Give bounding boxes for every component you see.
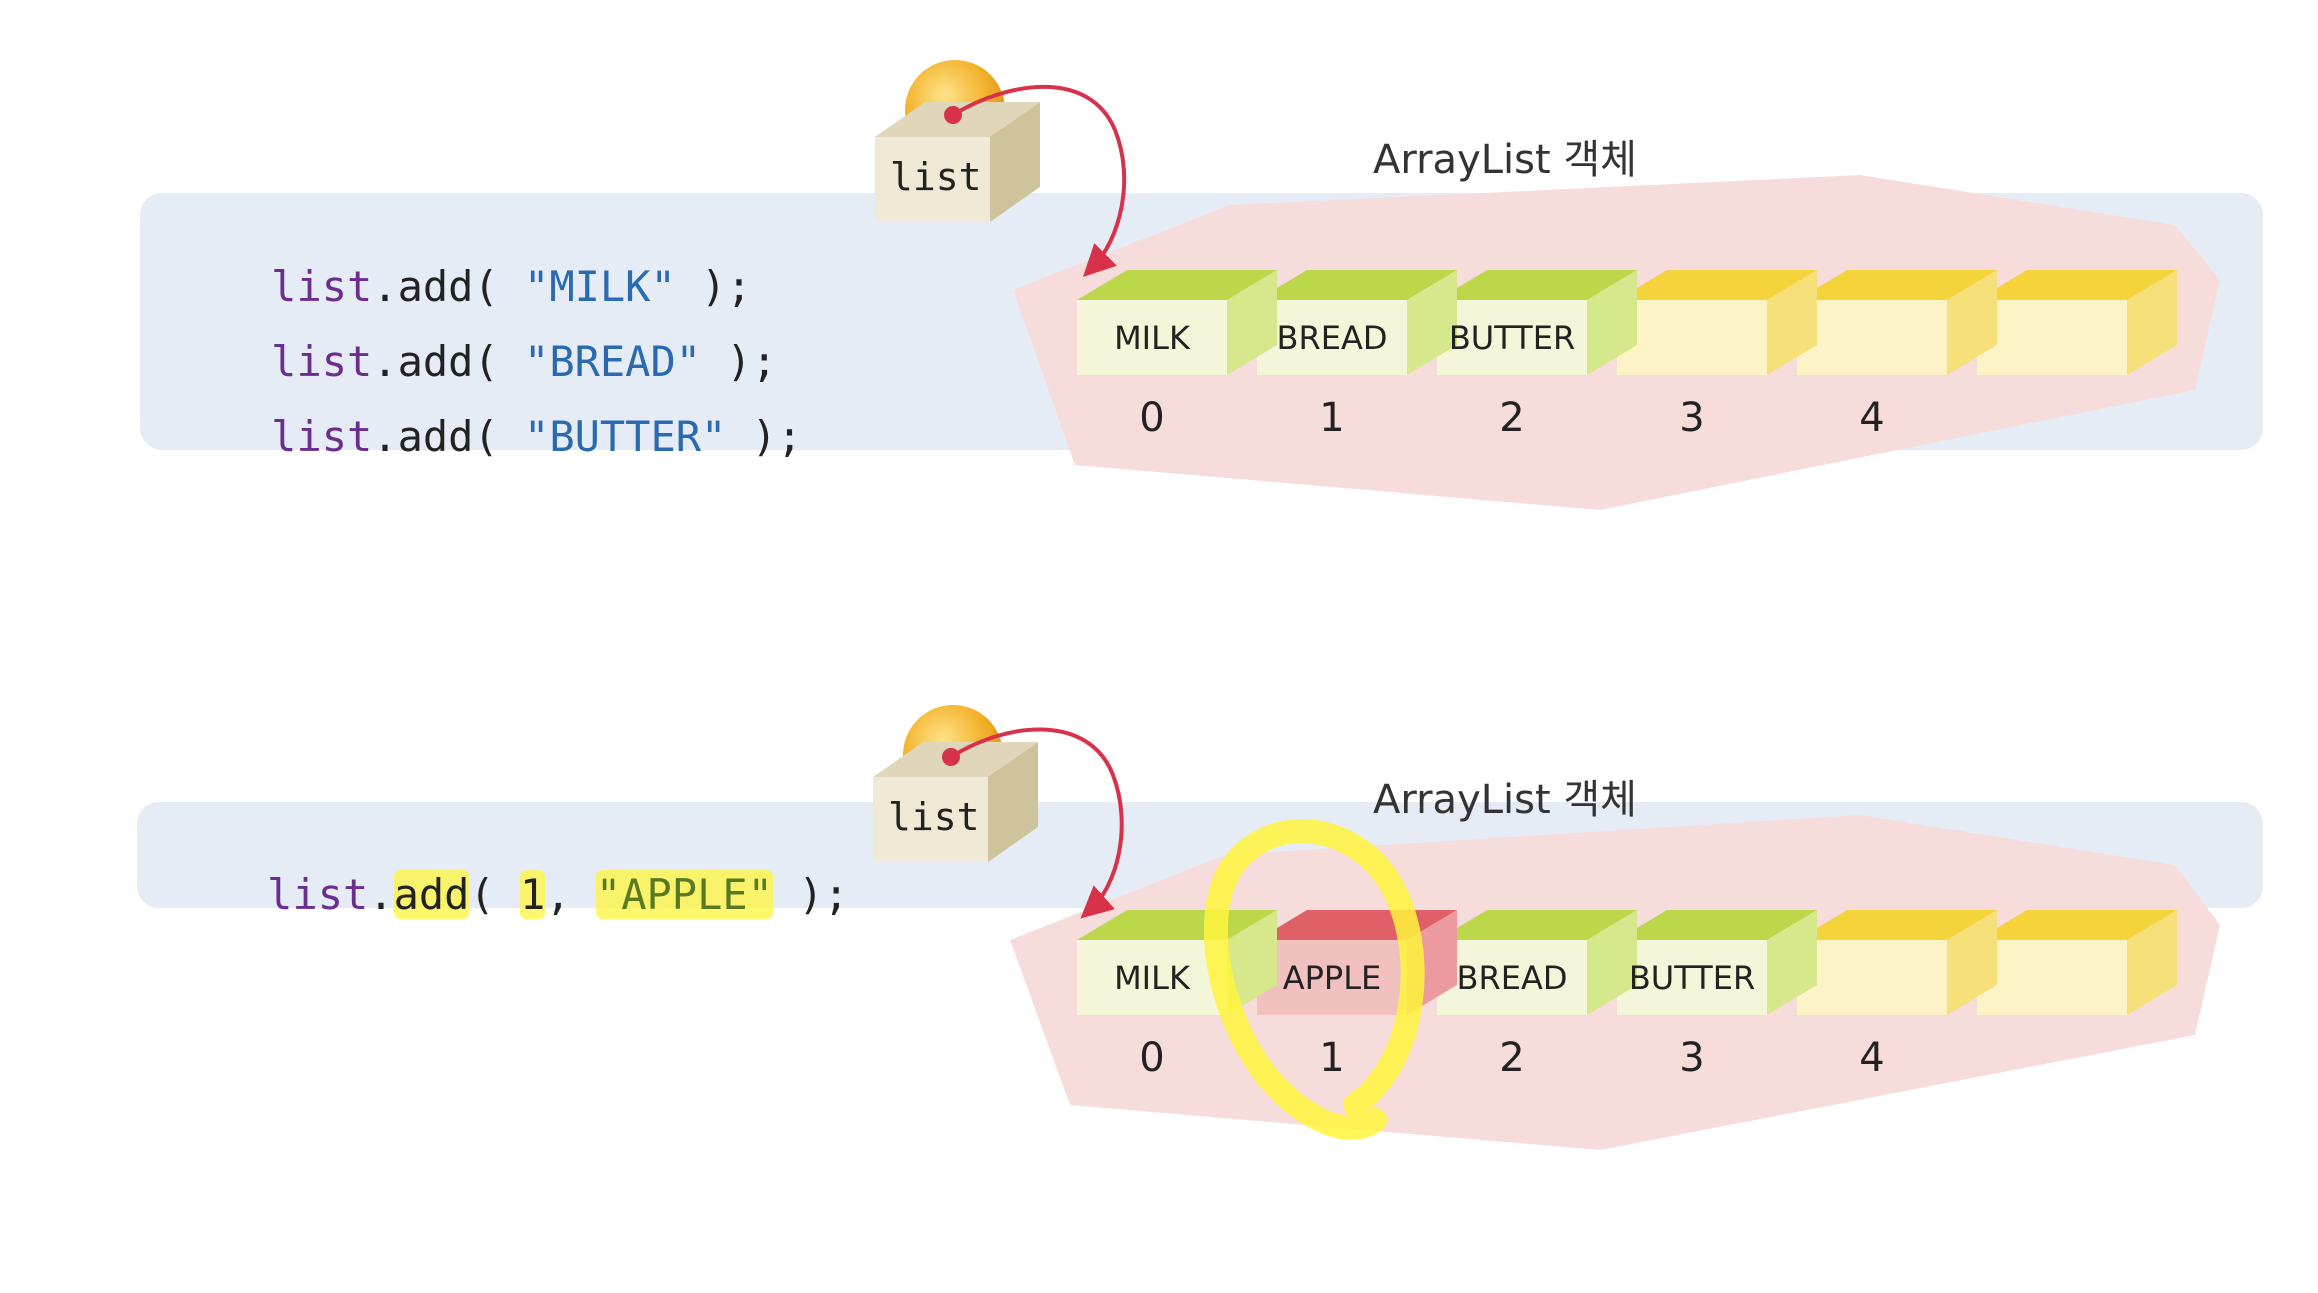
array-cells xyxy=(1077,270,2177,375)
index-label-4: 4 xyxy=(1859,1035,1885,1081)
highlight-circle xyxy=(1203,819,1425,1140)
array-cell-label: MILK xyxy=(1114,319,1190,357)
code-line-add-bread: list.add( "BREAD" ); xyxy=(271,337,777,386)
arraylist-caption: ArrayList 객체 xyxy=(1373,137,1637,183)
array-cell-2 xyxy=(1437,910,1637,1015)
index-label-3: 3 xyxy=(1679,1035,1705,1081)
array-cell-5 xyxy=(1977,270,2177,375)
reference-arrow xyxy=(951,84,1127,278)
index-label-1: 1 xyxy=(1319,1035,1345,1081)
arraylist-caption: ArrayList 객체 xyxy=(1373,777,1637,823)
code-line-add-milk: list.add( "MILK" ); xyxy=(271,262,752,311)
array-cell-4 xyxy=(1797,910,1997,1015)
array-cell-label: BUTTER xyxy=(1448,319,1576,357)
array-cell-5 xyxy=(1977,910,2177,1015)
array-cell-label: APPLE xyxy=(1282,959,1382,997)
index-label-3: 3 xyxy=(1679,395,1705,441)
index-label-2: 2 xyxy=(1499,1035,1525,1081)
code-line-add-apple: list.add( 1, "APPLE" ); xyxy=(267,870,849,919)
list-reference-box xyxy=(875,60,1127,278)
array-cell-label: BUTTER xyxy=(1628,959,1756,997)
index-label-4: 4 xyxy=(1859,395,1885,441)
array-cell-4 xyxy=(1797,270,1997,375)
reference-arrow xyxy=(949,727,1124,919)
array-cell-label: BREAD xyxy=(1456,959,1568,997)
code-line-add-butter: list.add( "BUTTER" ); xyxy=(271,412,803,461)
diagram-panel-bottom: list ArrayList 객체 list.add( 1, "APPLE" )… xyxy=(0,640,2318,1200)
array-cell-2 xyxy=(1437,270,1637,375)
array-cells xyxy=(1077,910,2177,1015)
array-cell-1 xyxy=(1257,270,1457,375)
list-reference-label: list xyxy=(890,155,982,199)
array-cell-3 xyxy=(1617,270,1817,375)
index-label-0: 0 xyxy=(1139,395,1165,441)
array-cell-0 xyxy=(1077,270,1277,375)
list-reference-box xyxy=(873,705,1124,919)
diagram-panel-top: list ArrayList 객체 list.add( "MILK" ); li… xyxy=(0,0,2318,560)
array-cell-label: BREAD xyxy=(1276,319,1388,357)
array-cell-3 xyxy=(1617,910,1817,1015)
arraylist-diagram-top xyxy=(140,60,2263,510)
list-reference-label: list xyxy=(888,795,980,839)
index-label-0: 0 xyxy=(1139,1035,1165,1081)
index-label-1: 1 xyxy=(1319,395,1345,441)
array-cell-label: MILK xyxy=(1114,959,1190,997)
index-label-2: 2 xyxy=(1499,395,1525,441)
